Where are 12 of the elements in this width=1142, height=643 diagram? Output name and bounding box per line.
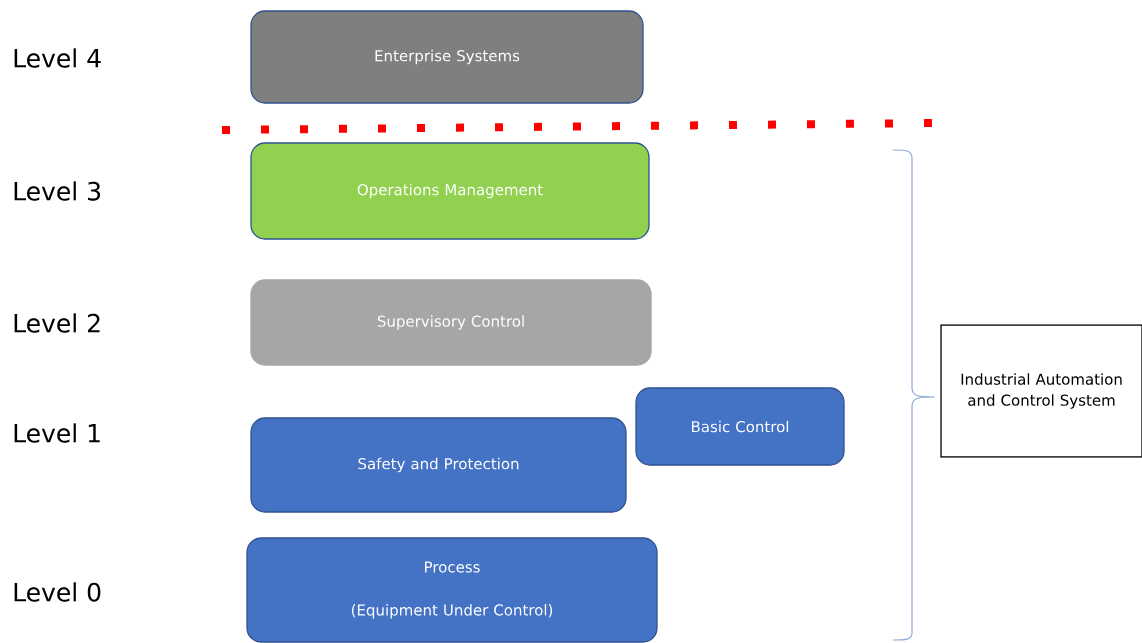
text-box: Industrial Automation and Control System — [940, 324, 1142, 458]
level-label: Level 4 — [14, 48, 101, 68]
level-box: Supervisory Control — [250, 279, 652, 366]
level-box: Operations Management — [250, 142, 650, 240]
level-box: Process (Equipment Under Control) — [246, 537, 658, 643]
level-label: Level 2 — [14, 313, 100, 333]
level-label: Level 1 — [14, 423, 100, 443]
level-label: Level 3 — [14, 181, 101, 201]
level-box: Enterprise Systems — [250, 10, 644, 104]
level-label: Level 0 — [14, 582, 101, 602]
level-box: Basic Control — [635, 387, 845, 466]
level-box: Safety and Protection — [250, 417, 627, 513]
